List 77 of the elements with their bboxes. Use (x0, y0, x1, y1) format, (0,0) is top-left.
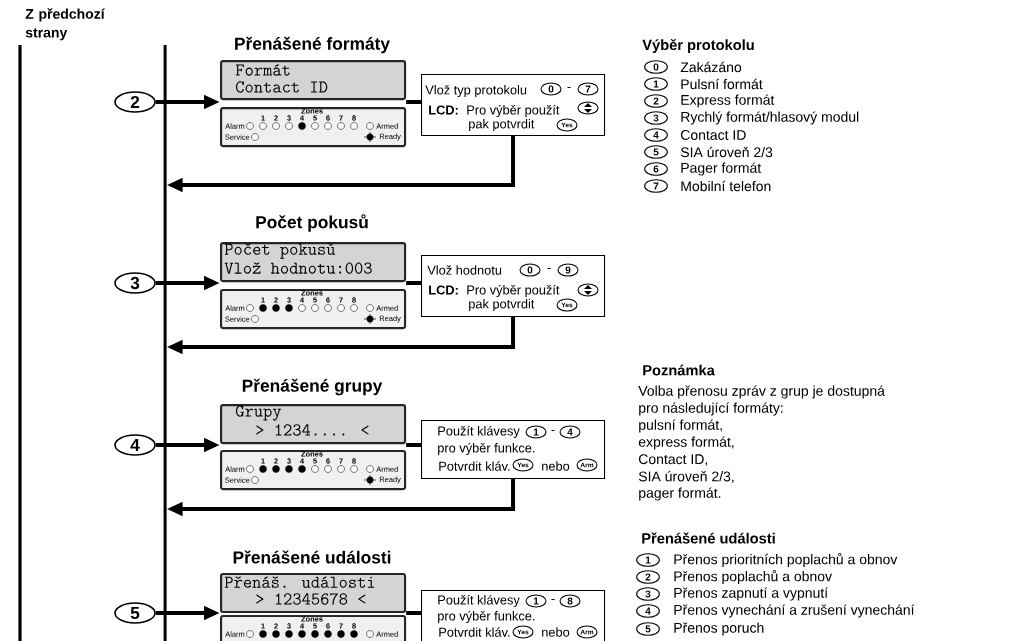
keypad-key: 4 (636, 604, 660, 618)
node-label: Pro výběr použít (467, 104, 560, 118)
section-heading: Přenášené grupy (242, 378, 383, 396)
keypad-key: 6 (644, 162, 668, 176)
list-item-text: Pulsní formát (681, 78, 763, 90)
section-heading: Výběr protokolu (642, 39, 754, 53)
step-number: 3 (114, 272, 156, 294)
keypad-key: 0 (540, 82, 562, 96)
list-item-text: Přenos vynechání a zrušení vynechání (674, 604, 915, 618)
note-text: pager formát. (639, 487, 721, 501)
section-heading: Počet pokusů (256, 214, 368, 232)
node-label: - (551, 599, 555, 601)
list-item-text: Contact ID (681, 130, 746, 140)
page-reference-text: Z předchozí strany (25, 8, 105, 41)
step-number: 4 (114, 434, 156, 456)
node-label: Vlož typ protokolu (425, 85, 527, 97)
list-item-text: Přenos poplachů a obnov (674, 569, 832, 585)
list-item-text: Přenos prioritních poplachů a obnov (674, 552, 898, 568)
keypad-key: 2 (644, 94, 668, 108)
keypad-key: 1 (644, 77, 668, 91)
keypad-key: 0 (644, 60, 668, 74)
step-number: 5 (114, 602, 156, 624)
keypad-key: 0 (519, 263, 541, 277)
section-heading: Přenášené události (642, 532, 775, 544)
keypad-key: 3 (636, 587, 660, 601)
node-label: - (547, 268, 551, 270)
keypad-key: 3 (644, 111, 668, 125)
node-label: Použít klávesy (438, 594, 520, 608)
node-label: Potvrdit kláv. (439, 627, 510, 637)
list-item-text: Mobilní telefon (681, 180, 771, 192)
lcd-screen: Přenáš. události > 12345678 < (220, 573, 407, 614)
lcd-screen: Počet pokusů Vlož hodnotu:003 (220, 242, 407, 283)
note-text: pulsní formát, (639, 419, 722, 433)
node-label: - (567, 87, 571, 89)
node-label: Pro výběr použít (467, 284, 560, 298)
node-label: pak potvrdit (469, 299, 535, 311)
keypad-key: 4 (644, 128, 668, 142)
keypad-key: 5 (636, 622, 660, 636)
section-heading: Přenášené formáty (235, 36, 390, 54)
section-heading: Přenášené události (233, 550, 391, 564)
list-item-text: Express formát (681, 94, 775, 108)
keypad-key: 2 (636, 570, 660, 584)
keypad-key: 1 (525, 425, 547, 439)
node-label: pak potvrdit (469, 119, 535, 131)
section-heading: Poznámka (643, 364, 715, 376)
lcd-screen: Formát Contact ID (220, 60, 407, 101)
node-label: pro výběr funkce. (438, 442, 535, 456)
note-text: pro následující formáty: (639, 402, 783, 416)
node-label: Potvrdit kláv. (439, 461, 510, 471)
keypad-key: 5 (644, 145, 668, 159)
list-item-text: Pager formát (681, 162, 762, 176)
note-text: express formát, (638, 436, 734, 450)
step-number: 2 (114, 91, 156, 113)
keypad-key: 7 (644, 179, 668, 193)
node-label: nebo (542, 461, 570, 471)
keypad-key: 9 (557, 263, 579, 277)
node-label: LCD: (429, 285, 458, 295)
note-text: Contact ID, (639, 454, 708, 466)
node-label: LCD: (429, 105, 458, 115)
note-text: SIA úroveň 2/3, (638, 470, 734, 484)
list-item-text: Zakázáno (680, 61, 742, 73)
list-item-text: Přenos poruch (674, 622, 764, 636)
keypad-key: 1 (525, 594, 547, 608)
node-label: pro výběr funkce. (438, 610, 535, 624)
note-text: Volba přenosu zpráv z grup je dostupná (638, 385, 885, 399)
keypad-key: 1 (636, 553, 660, 567)
node-label: - (551, 430, 555, 432)
lcd-screen: Grupy > 1234.... < (220, 404, 407, 445)
list-item-text: SIA úroveň 2/3 (680, 146, 773, 158)
node-label: Použít klávesy (438, 425, 520, 439)
keypad-key: 8 (559, 594, 581, 608)
keypad-key: 7 (577, 82, 599, 96)
keypad-key: 4 (559, 425, 581, 439)
list-item-text: Rychlý formát/hlasový modul (681, 111, 859, 125)
node-label: nebo (542, 627, 570, 637)
node-label: Vlož hodnotu (427, 265, 502, 275)
list-item-text: Přenos zapnutí a vypnutí (674, 587, 829, 601)
